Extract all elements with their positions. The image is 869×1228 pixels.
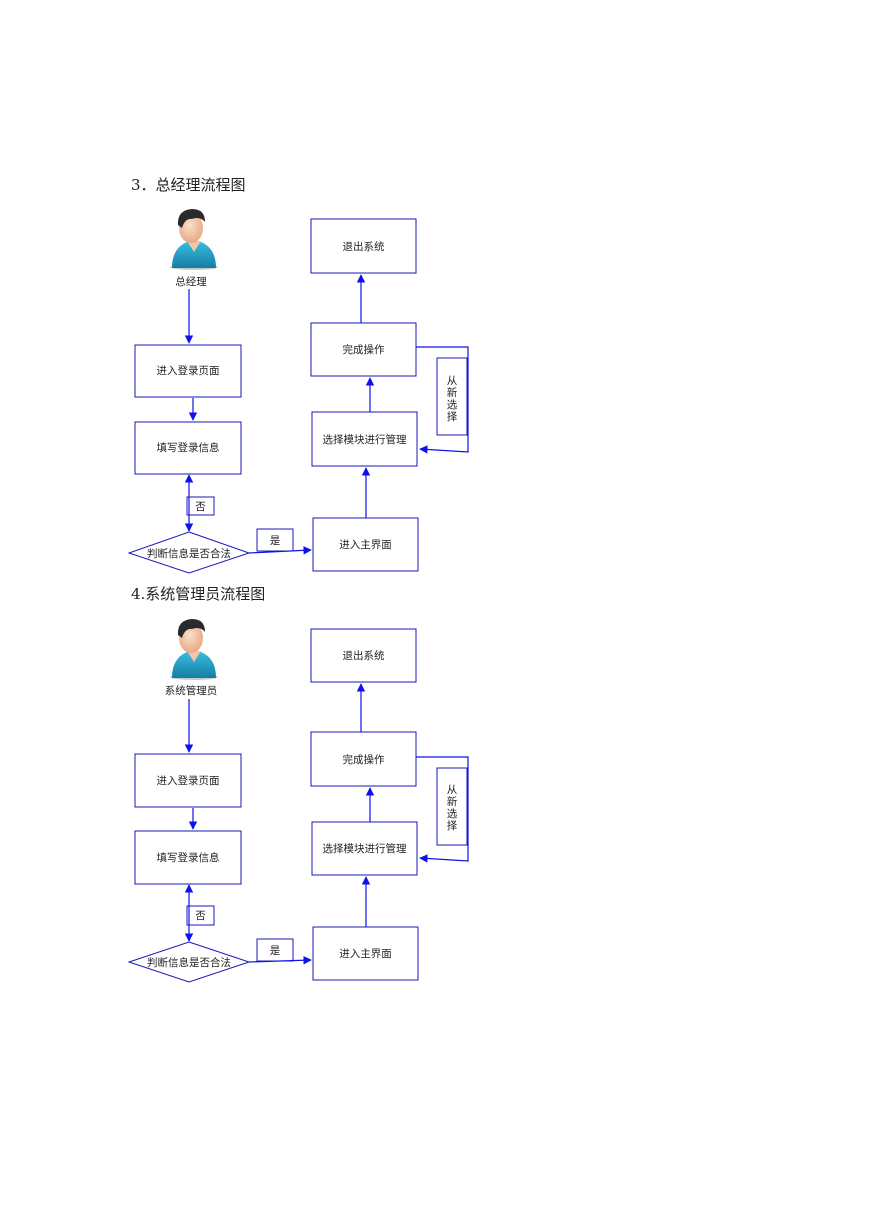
main-page-label: 进入主界面 [339,539,392,551]
user-avatar-icon [170,619,218,680]
yes-label: 是 [270,945,281,957]
reselect-char-2: 新 [447,795,458,808]
no-label: 否 [195,910,206,922]
fill-info-label: 填写登录信息 [157,441,220,454]
decision-diamond [127,941,251,983]
connector-reselect-loop [416,756,469,863]
reselect-char-3: 选 [447,398,458,411]
actor-label: 系统管理员 [165,684,218,697]
reselect-label-box [436,767,468,846]
fill-info-box [134,421,242,475]
reselect-char-2: 新 [447,386,458,399]
fill-info-label: 填写登录信息 [157,851,220,864]
exit-box [310,218,417,274]
connector-decision-to-main [248,956,312,965]
exit-box [310,628,417,683]
section-heading-general-manager: 3．总经理流程图 [131,176,246,194]
reselect-char-3: 选 [447,807,458,820]
section-heading-system-admin: 4.系统管理员流程图 [131,585,266,603]
user-avatar-icon [170,209,218,270]
main-page-label: 进入主界面 [339,948,392,960]
complete-box [310,731,417,787]
yes-label-box [256,528,294,552]
complete-label: 完成操作 [343,753,385,766]
select-module-label: 选择模块进行管理 [323,842,407,855]
complete-box [310,322,417,377]
fill-info-box [134,830,242,885]
select-module-label: 选择模块进行管理 [323,433,407,446]
yes-label: 是 [270,535,281,547]
reselect-char-1: 从 [447,375,458,387]
decision-diamond [127,531,251,574]
reselect-char-4: 择 [447,819,458,832]
connector-reselect-loop [416,346,469,454]
login-page-box [134,344,242,398]
reselect-char-1: 从 [447,784,458,796]
main-page-box [312,517,419,572]
exit-label: 退出系统 [343,240,385,253]
select-module-box [311,821,418,876]
flowchart-system-admin: 系统管理员 进入登录页面 填写登录信息 判断信息是否合法 否 是 进入主界面 选… [127,619,469,983]
connector-decision-to-main [248,546,312,555]
login-page-box [134,753,242,808]
reselect-label-box [436,357,468,436]
actor-label: 总经理 [175,275,207,288]
reselect-char-4: 择 [447,410,458,423]
login-page-label: 进入登录页面 [157,364,220,377]
exit-label: 退出系统 [343,649,385,662]
main-page-box [312,926,419,981]
decision-label: 判断信息是否合法 [147,547,231,560]
complete-label: 完成操作 [343,343,385,356]
flowchart-general-manager: 总经理 进入登录页面 填写登录信息 判断信息是否合法 否 是 进入主界面 选择模… [127,209,469,574]
no-label: 否 [195,501,206,513]
decision-label: 判断信息是否合法 [147,956,231,969]
login-page-label: 进入登录页面 [157,774,220,787]
select-module-box [311,411,418,467]
